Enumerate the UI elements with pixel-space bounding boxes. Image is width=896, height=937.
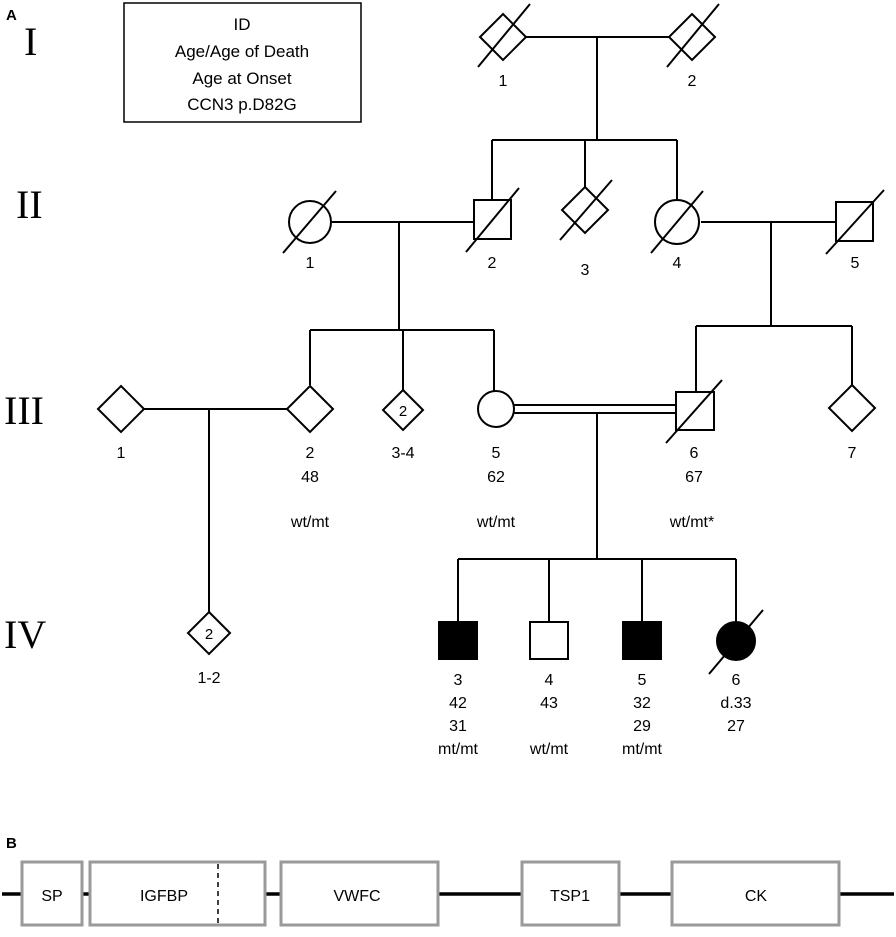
individual-i-1: 1: [477, 3, 531, 90]
generation-label-iii: III: [4, 388, 44, 433]
id-label: 6: [732, 672, 741, 689]
affected-male-symbol: [438, 621, 478, 660]
affected-male-symbol: [622, 621, 662, 660]
domain-igfbp: IGFBP: [88, 860, 267, 927]
id-label: 3-4: [391, 445, 414, 462]
generation-label-iv: IV: [4, 612, 46, 657]
id-label: 5: [638, 672, 647, 689]
deceased-slash: [559, 179, 613, 241]
deceased-slash: [282, 190, 337, 254]
id-label: 2: [688, 73, 697, 90]
deceased-slash: [666, 3, 720, 68]
diamond-symbol: [186, 610, 232, 656]
legend-line-id: ID: [234, 15, 251, 34]
id-label: 4: [545, 672, 554, 689]
domain-label: IGFBP: [140, 888, 188, 905]
genotype-label: wt/mt: [476, 514, 516, 531]
domain-ck: CK: [670, 860, 841, 927]
genotype-label: wt/mt: [290, 514, 330, 531]
deceased-slash: [708, 609, 764, 675]
legend-box: ID Age/Age of Death Age at Onset CCN3 p.…: [123, 2, 362, 123]
age-label: 42: [449, 695, 467, 712]
onset-label: 27: [727, 718, 745, 735]
legend-line-genotype: CCN3 p.D82G: [187, 95, 297, 114]
genotype-label: mt/mt: [622, 741, 663, 758]
individual-iv-1-2: 2 1-2: [186, 610, 232, 687]
domain-label: TSP1: [550, 888, 590, 905]
id-label: 1-2: [197, 670, 220, 687]
individual-ii-1: 1: [282, 190, 337, 272]
individual-iii-2: 2 48 wt/mt: [285, 384, 335, 531]
id-label: 2: [488, 255, 497, 272]
individual-iii-1: 1: [96, 384, 146, 462]
male-symbol: [529, 621, 569, 660]
id-label: 3: [454, 672, 463, 689]
individual-ii-5: 5: [825, 189, 885, 272]
individual-iii-3-4: 2 3-4: [381, 388, 425, 462]
sibship-count: 2: [205, 626, 213, 643]
protein-domain-map: SP IGFBP VWFC TSP1 CK: [2, 860, 894, 927]
individual-iii-7: 7: [827, 383, 877, 462]
individual-ii-2: 2: [465, 187, 520, 272]
individual-iv-5: 5 32 29 mt/mt: [622, 621, 663, 758]
onset-label: 29: [633, 718, 651, 735]
individual-ii-4: 4: [650, 190, 704, 272]
individual-ii-3: 3: [559, 179, 613, 279]
legend-line-age: Age/Age of Death: [175, 42, 309, 61]
diamond-symbol: [285, 384, 335, 434]
legend-line-onset: Age at Onset: [192, 69, 292, 88]
id-label: 5: [851, 255, 860, 272]
individual-i-2: 2: [666, 3, 720, 90]
deceased-slash: [825, 189, 885, 255]
domain-tsp1: TSP1: [520, 860, 621, 927]
sibship-count: 2: [399, 403, 407, 420]
age-label: 43: [540, 695, 558, 712]
generation-label-i: I: [24, 19, 37, 64]
individual-iii-5: 5 62 wt/mt: [476, 390, 516, 531]
id-label: 3: [581, 262, 590, 279]
domain-label: CK: [745, 888, 768, 905]
individual-iv-6: 6 d.33 27: [708, 609, 764, 735]
panel-a-label: A: [6, 7, 17, 24]
diamond-symbol: [381, 388, 425, 432]
age-label: 48: [301, 469, 319, 486]
id-label: 1: [499, 73, 508, 90]
id-label: 1: [117, 445, 126, 462]
onset-label: 31: [449, 718, 467, 735]
age-label: 67: [685, 469, 703, 486]
deceased-slash: [665, 379, 723, 444]
panel-b-label: B: [6, 835, 17, 852]
diamond-symbol: [827, 383, 877, 433]
id-label: 6: [690, 445, 699, 462]
generation-label-ii: II: [16, 182, 43, 227]
id-label: 7: [848, 445, 857, 462]
domain-label: SP: [41, 888, 62, 905]
individual-iv-4: 4 43 wt/mt: [529, 621, 569, 758]
diamond-symbol: [96, 384, 146, 434]
deceased-slash: [650, 190, 704, 254]
genotype-label: mt/mt: [438, 741, 479, 758]
genotype-label: wt/mt*: [669, 514, 714, 531]
id-label: 1: [306, 255, 315, 272]
id-label: 4: [673, 255, 682, 272]
female-symbol: [477, 390, 515, 428]
pedigree-lines: [144, 36, 853, 622]
domain-label: VWFC: [333, 888, 380, 905]
individual-iv-3: 3 42 31 mt/mt: [438, 621, 479, 758]
individual-iii-6: 6 67 wt/mt*: [665, 379, 723, 531]
deceased-slash: [477, 3, 531, 68]
age-label: 62: [487, 469, 505, 486]
age-label: 32: [633, 695, 651, 712]
genotype-label: wt/mt: [529, 741, 569, 758]
id-label: 5: [492, 445, 501, 462]
domain-vwfc: VWFC: [279, 860, 440, 927]
age-label: d.33: [720, 695, 751, 712]
domain-sp: SP: [20, 860, 84, 927]
id-label: 2: [306, 445, 315, 462]
deceased-slash: [465, 187, 520, 253]
